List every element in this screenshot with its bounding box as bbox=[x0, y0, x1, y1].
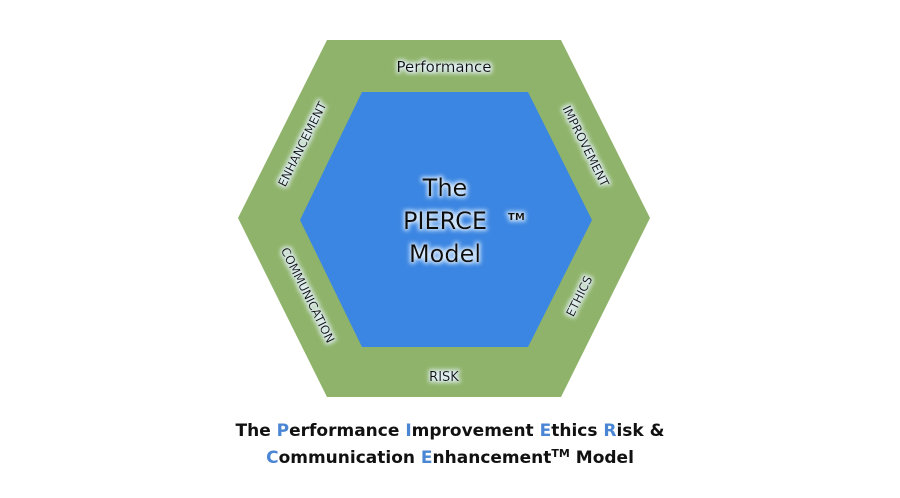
center-title-line-2: PIERCE bbox=[403, 207, 487, 235]
pierce-hexagon-diagram: Performance RISK ENHANCEMENT IMPROVEMENT… bbox=[238, 40, 650, 397]
caption-text: erformance bbox=[289, 421, 406, 441]
caption-text: The bbox=[235, 421, 277, 441]
caption-acronym-letter: P bbox=[276, 421, 290, 441]
side-label-top: Performance bbox=[396, 58, 491, 76]
caption-line-2: Communication EnhancementTM Model bbox=[0, 447, 900, 468]
center-title-line-3: Model bbox=[409, 240, 481, 268]
caption-text: ommunication bbox=[278, 448, 421, 468]
trademark-mark: TM bbox=[508, 212, 525, 223]
caption-trademark: TM bbox=[551, 447, 570, 460]
caption-text: isk & bbox=[616, 421, 665, 441]
caption-acronym-letter: C bbox=[266, 448, 279, 468]
caption-line-1: The Performance Improvement Ethics Risk … bbox=[0, 421, 900, 441]
caption-acronym-letter: R bbox=[603, 421, 617, 441]
side-label-bottom: RISK bbox=[429, 370, 459, 385]
caption-text: thics bbox=[551, 421, 604, 441]
caption-acronym-letter: I bbox=[405, 421, 412, 441]
caption-text: Model bbox=[569, 448, 634, 468]
caption-text: nhancement bbox=[432, 448, 552, 468]
caption-acronym-letter: E bbox=[420, 448, 433, 468]
caption-text: mprovement bbox=[411, 421, 540, 441]
inner-hexagon bbox=[300, 92, 592, 347]
caption-acronym-letter: E bbox=[539, 421, 552, 441]
center-title-line-1: The bbox=[422, 174, 468, 202]
